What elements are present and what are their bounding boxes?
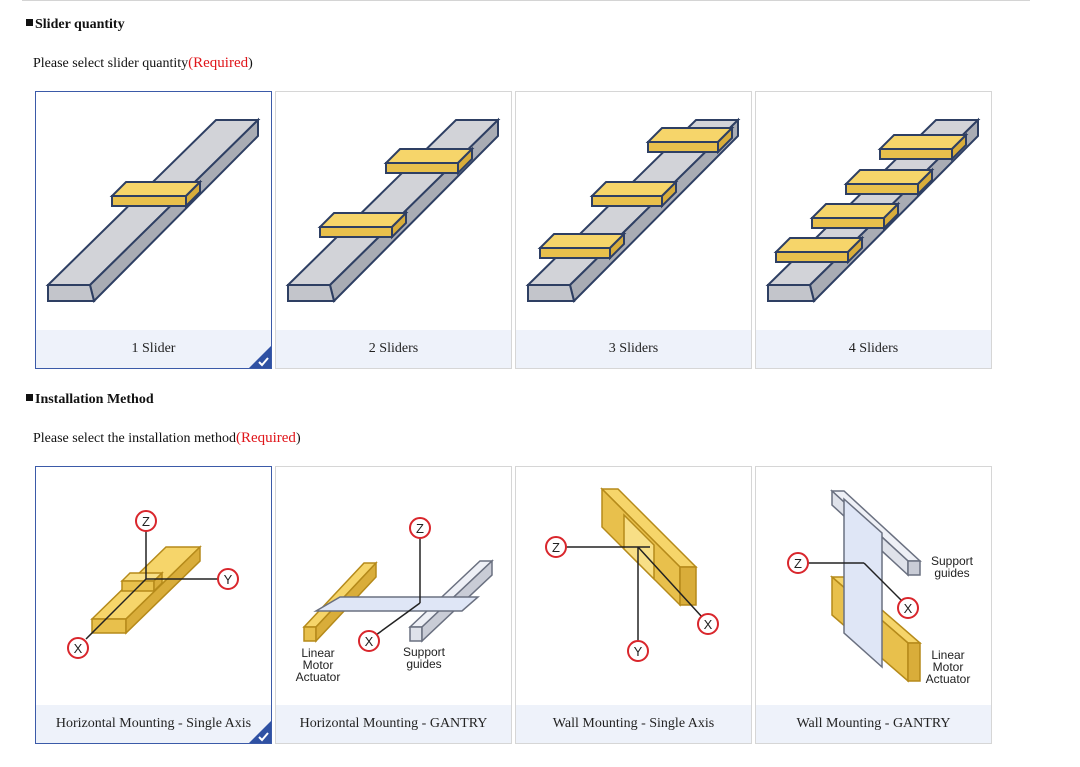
install-options: Z Y X Horizontal Mounting - Single Axis [35, 466, 995, 744]
support-guides-label-1: Support [931, 554, 974, 568]
support-guides-label-2: guides [406, 657, 441, 671]
slider-option-4-caption: 4 Sliders [756, 330, 991, 368]
selected-check-icon [249, 346, 271, 368]
slider-options: 1 Slider 2 Sliders [35, 91, 995, 369]
slider-option-2-caption: 2 Sliders [276, 330, 511, 368]
one-slider-illustration [36, 92, 271, 330]
install-option-horizontal-single[interactable]: Z Y X Horizontal Mounting - Single Axis [35, 466, 272, 744]
install-option-2-caption: Horizontal Mounting - GANTRY [276, 705, 511, 743]
slider-option-1-caption: 1 Slider [36, 330, 271, 368]
prompt-suffix: ) [295, 431, 301, 446]
square-bullet-icon [26, 19, 33, 26]
top-divider [22, 0, 1030, 1]
support-guides-label-2: guides [934, 566, 969, 580]
wall-single-axis-illustration: Z X Y [516, 467, 751, 705]
slider-option-3-caption: 3 Sliders [516, 330, 751, 368]
x-axis-label: X [365, 634, 374, 649]
slider-option-4[interactable]: 4 Sliders [755, 91, 992, 369]
lma-label-3: Actuator [926, 672, 971, 686]
lma-label-2: Motor [303, 658, 334, 672]
four-sliders-illustration [756, 92, 991, 330]
required-label: (Required [235, 430, 296, 446]
slider-option-3[interactable]: 3 Sliders [515, 91, 752, 369]
z-axis-label: Z [552, 540, 560, 555]
wall-gantry-illustration: Z X Support guides Linear Motor Actuator [756, 467, 991, 705]
slider-section-title-text: Slider quantity [35, 17, 125, 32]
horizontal-gantry-illustration: Z X Linear Motor Actuator Support guides [276, 467, 511, 705]
support-guides-label-1: Support [403, 645, 446, 659]
install-option-horizontal-gantry[interactable]: Z X Linear Motor Actuator Support guides… [275, 466, 512, 744]
selected-check-icon [249, 721, 271, 743]
install-option-wall-single[interactable]: Z X Y Wall Mounting - Single Axis [515, 466, 752, 744]
x-axis-label: X [904, 601, 913, 616]
y-axis-label: Y [634, 644, 643, 659]
install-section-title: Installation Method [26, 392, 154, 408]
lma-label-3: Actuator [296, 670, 341, 684]
install-option-wall-gantry[interactable]: Z X Support guides Linear Motor Actuator… [755, 466, 992, 744]
slider-prompt-text: Please select slider quantity [33, 56, 189, 71]
horizontal-single-axis-illustration: Z Y X [36, 467, 271, 705]
z-axis-label: Z [794, 556, 802, 571]
slider-option-2[interactable]: 2 Sliders [275, 91, 512, 369]
two-sliders-illustration [276, 92, 511, 330]
square-bullet-icon [26, 394, 33, 401]
install-prompt: Please select the installation method(Re… [33, 430, 301, 447]
three-sliders-illustration [516, 92, 751, 330]
install-option-1-caption: Horizontal Mounting - Single Axis [36, 705, 271, 743]
x-axis-label: X [704, 617, 713, 632]
slider-section-title: Slider quantity [26, 17, 125, 33]
install-section-title-text: Installation Method [35, 392, 154, 407]
z-axis-label: Z [142, 514, 150, 529]
slider-prompt: Please select slider quantity(Required) [33, 55, 253, 72]
prompt-suffix: ) [248, 56, 253, 71]
slider-option-1[interactable]: 1 Slider [35, 91, 272, 369]
lma-label-1: Linear [301, 646, 334, 660]
lma-label-1: Linear [931, 648, 964, 662]
lma-label-2: Motor [933, 660, 964, 674]
z-axis-label: Z [416, 521, 424, 536]
install-option-4-caption: Wall Mounting - GANTRY [756, 705, 991, 743]
y-axis-label: Y [224, 572, 233, 587]
install-option-3-caption: Wall Mounting - Single Axis [516, 705, 751, 743]
x-axis-label: X [74, 641, 83, 656]
required-label: (Required [188, 55, 249, 71]
install-prompt-text: Please select the installation method [33, 431, 236, 446]
